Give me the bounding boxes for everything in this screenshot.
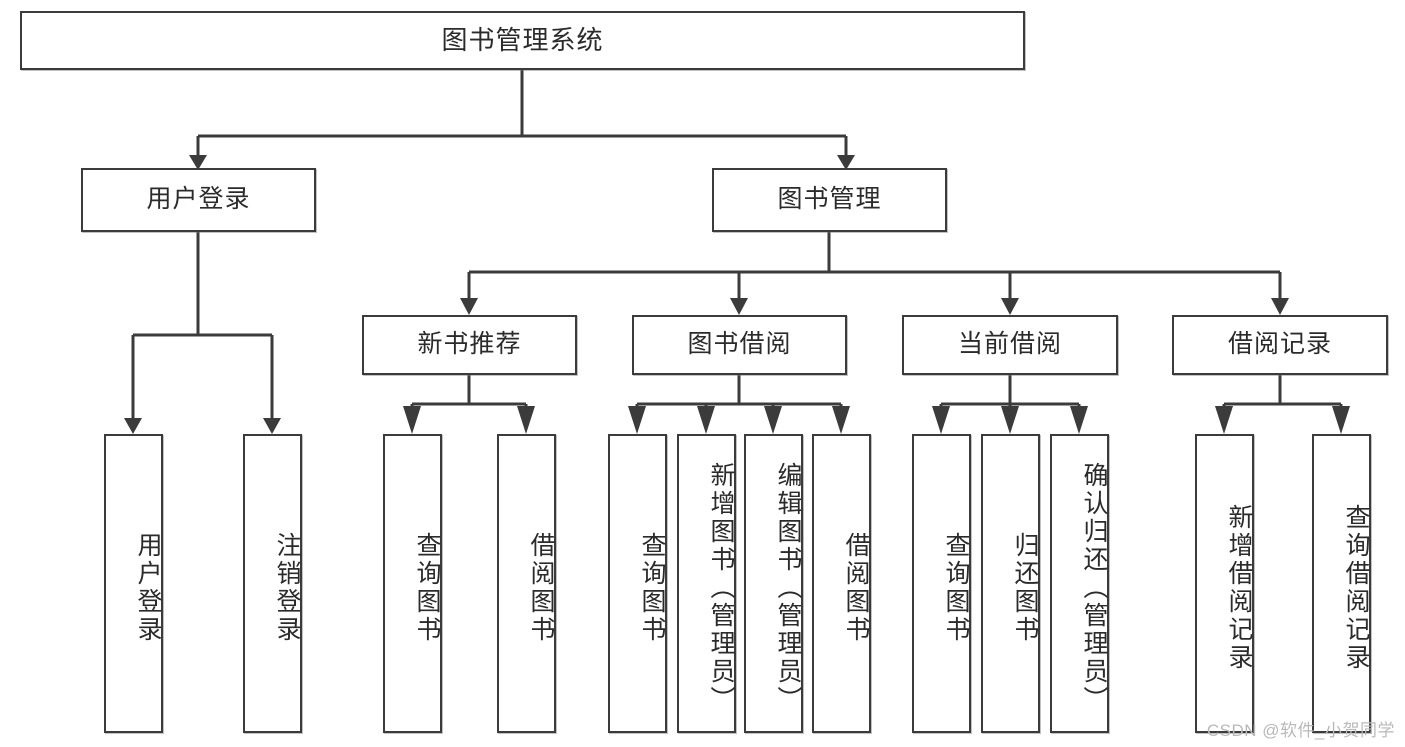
node-label: 归还图书: [1011, 531, 1039, 644]
node-leaf-query-book-3[interactable]: 查询图书: [912, 434, 971, 733]
node-new-book-recommend[interactable]: 新书推荐: [362, 315, 577, 375]
node-current-borrow[interactable]: 当前借阅: [902, 315, 1118, 375]
node-label: 图书管理: [777, 185, 882, 214]
node-label: 确认归还（管理员）: [1080, 461, 1108, 714]
node-leaf-user-logout[interactable]: 注销登录: [243, 434, 302, 733]
node-label: 借阅图书: [527, 531, 555, 644]
node-leaf-confirm-return[interactable]: 确认归还（管理员）: [1050, 434, 1109, 733]
node-book-manage[interactable]: 图书管理: [712, 168, 947, 232]
node-book-borrow[interactable]: 图书借阅: [632, 315, 847, 375]
node-label: 新增借阅记录: [1225, 503, 1253, 672]
node-root-book-management-system[interactable]: 图书管理系统: [20, 11, 1025, 70]
node-leaf-user-login[interactable]: 用户登录: [104, 434, 163, 733]
node-borrow-record[interactable]: 借阅记录: [1172, 315, 1388, 375]
node-label: 编辑图书（管理员）: [774, 461, 802, 714]
node-label: 新增图书（管理员）: [707, 461, 735, 714]
node-leaf-edit-book[interactable]: 编辑图书（管理员）: [744, 434, 803, 733]
node-leaf-add-record[interactable]: 新增借阅记录: [1195, 434, 1254, 733]
node-label: 查询借阅记录: [1342, 503, 1370, 672]
node-user-login[interactable]: 用户登录: [81, 168, 316, 232]
node-label: 当前借阅: [957, 330, 1062, 359]
node-leaf-query-book-1[interactable]: 查询图书: [383, 434, 442, 733]
node-label: 查询图书: [638, 531, 666, 644]
node-leaf-add-book[interactable]: 新增图书（管理员）: [677, 434, 736, 733]
node-label: 借阅图书: [842, 531, 870, 644]
node-leaf-borrow-book-2[interactable]: 借阅图书: [812, 434, 871, 733]
node-leaf-query-record[interactable]: 查询借阅记录: [1312, 434, 1371, 733]
node-label: 借阅记录: [1227, 330, 1332, 359]
node-leaf-borrow-book-1[interactable]: 借阅图书: [497, 434, 556, 733]
node-label: 查询图书: [942, 531, 970, 644]
node-leaf-return-book[interactable]: 归还图书: [981, 434, 1040, 733]
node-label: 图书管理系统: [441, 25, 604, 56]
node-label: 查询图书: [413, 531, 441, 644]
node-label: 图书借阅: [687, 330, 792, 359]
node-label: 用户登录: [146, 185, 251, 214]
node-label: 注销登录: [273, 531, 301, 644]
node-label: 用户登录: [134, 531, 162, 644]
node-leaf-query-book-2[interactable]: 查询图书: [608, 434, 667, 733]
node-label: 新书推荐: [417, 330, 522, 359]
